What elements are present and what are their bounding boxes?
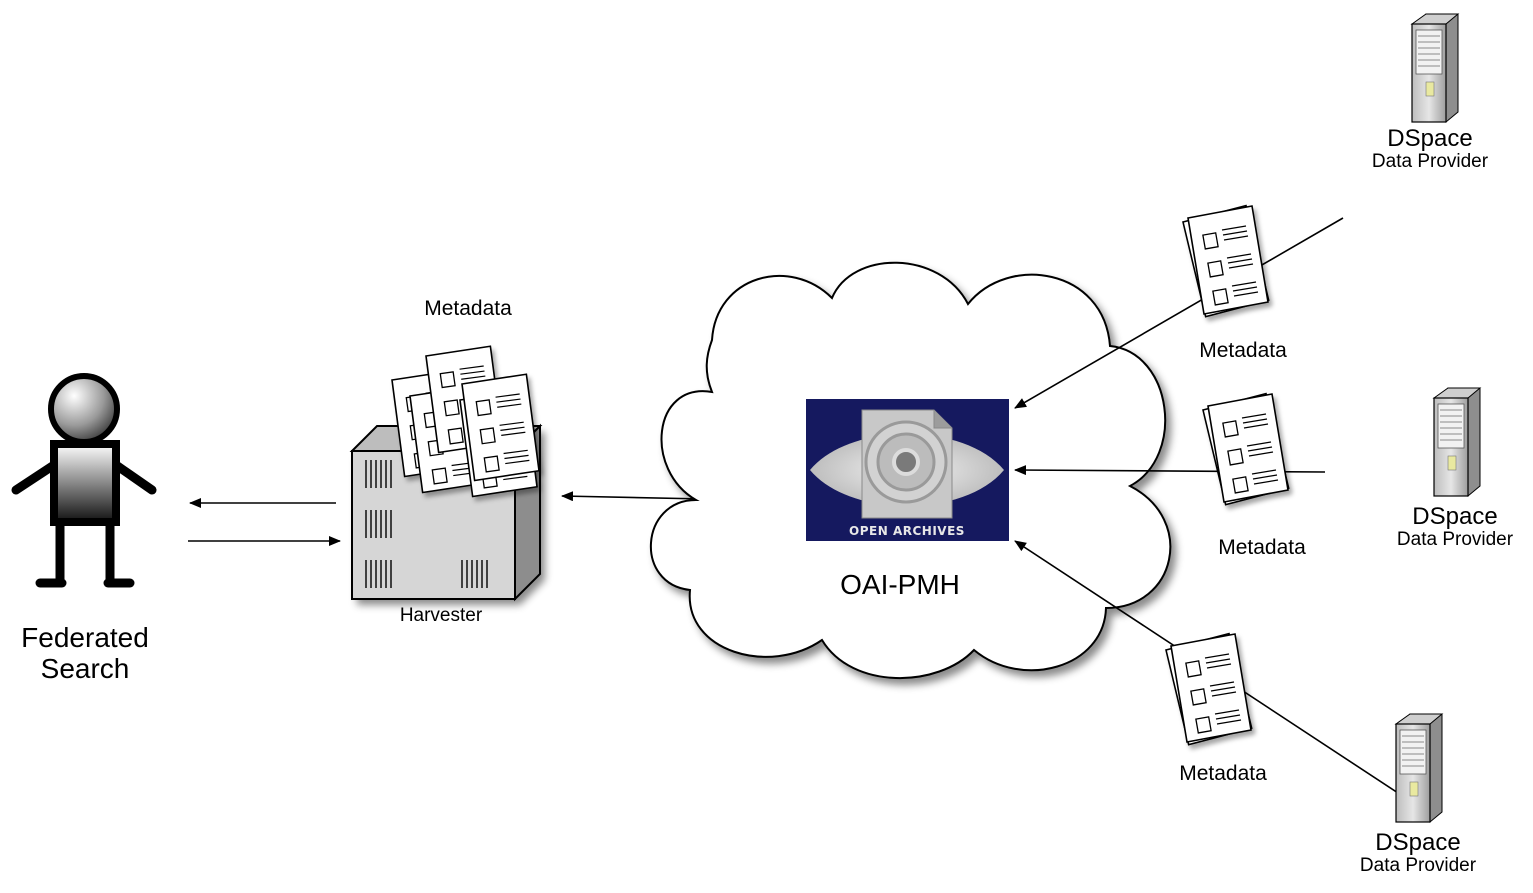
provider-3-metadata-label: Metadata bbox=[1179, 762, 1267, 785]
provider-2-metadata-label: Metadata bbox=[1218, 536, 1306, 559]
provider-3-server-icon bbox=[1395, 713, 1443, 823]
provider-1-line bbox=[1014, 217, 1344, 409]
oai-pmh-label: OAI-PMH bbox=[840, 569, 960, 600]
provider-2-role: Data Provider bbox=[1396, 529, 1514, 551]
provider-1-name: DSpace bbox=[1387, 125, 1473, 152]
logo-text: OPEN ARCHIVES bbox=[849, 524, 965, 538]
open-archives-logo: OPEN ARCHIVES bbox=[806, 399, 1009, 541]
provider-3-role: Data Provider bbox=[1359, 855, 1477, 877]
person-icon bbox=[11, 373, 157, 588]
provider-1-metadata-label: Metadata bbox=[1199, 339, 1287, 362]
provider-2-name: DSpace bbox=[1412, 503, 1498, 530]
provider-1-metadata-icon bbox=[1181, 203, 1271, 319]
provider-1-server-icon bbox=[1411, 13, 1459, 123]
provider-3-metadata-icon bbox=[1164, 631, 1254, 747]
provider-1-caption: DSpace Data Provider bbox=[1350, 125, 1510, 173]
provider-2-metadata-icon bbox=[1201, 391, 1291, 507]
harvester-metadata-label: Metadata bbox=[424, 297, 512, 320]
federated-search-label: Federated Search bbox=[21, 622, 149, 684]
provider-2-caption: DSpace Data Provider bbox=[1378, 503, 1532, 551]
harvester-label: Harvester bbox=[399, 605, 483, 626]
provider-3-name: DSpace bbox=[1375, 829, 1461, 856]
provider-1-role: Data Provider bbox=[1371, 151, 1489, 173]
harvested-metadata-icon bbox=[387, 343, 544, 500]
arrow-cloud-to-harvester bbox=[561, 491, 706, 502]
provider-2-server-icon bbox=[1433, 387, 1481, 497]
provider-3-caption: DSpace Data Provider bbox=[1338, 829, 1498, 877]
